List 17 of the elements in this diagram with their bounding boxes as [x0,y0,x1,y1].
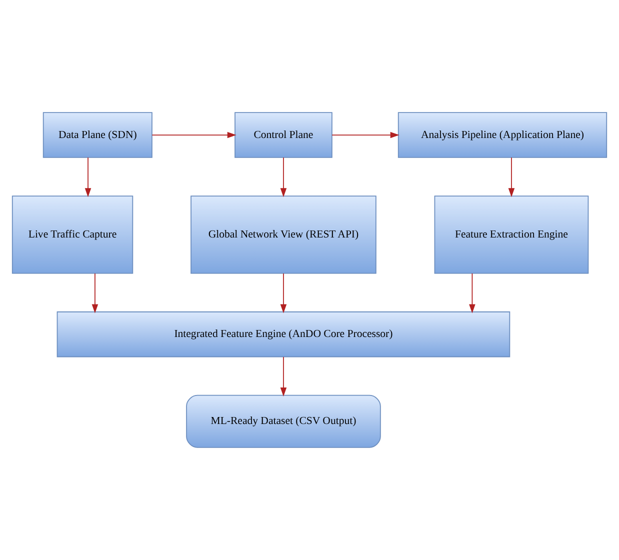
node-box: Control Plane [234,112,332,158]
arrow [508,157,515,198]
node-box: Analysis Pipeline (Application Plane) [398,112,608,158]
node-box: Live Traffic Capture [12,196,134,274]
arrow [84,157,92,198]
arrow [469,273,476,314]
node-box: Global Network View (REST API) [190,196,376,274]
arrow [280,273,287,314]
arrow [280,157,287,198]
node-box: Data Plane (SDN) [42,112,152,158]
arrow [152,132,236,138]
arrow [280,356,287,396]
arrow [332,132,400,138]
node-box: Feature Extraction Engine [434,196,589,274]
arrow [92,273,98,314]
node-box: Integrated Feature Engine (AnDO Core Processor) [56,311,510,358]
node-box: ML-Ready Dataset (CSV Output) [186,394,381,448]
